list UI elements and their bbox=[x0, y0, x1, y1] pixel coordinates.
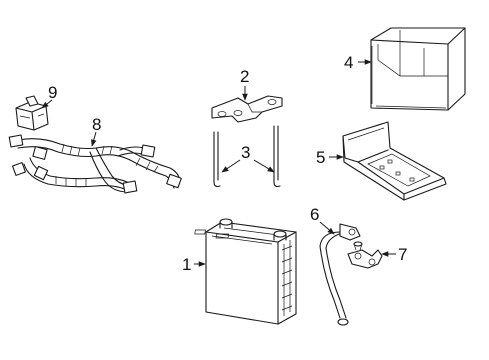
battery-tray bbox=[342, 121, 447, 201]
callout-9: 9 bbox=[48, 83, 57, 102]
leader-3b bbox=[253, 159, 275, 173]
terminal-clamp bbox=[347, 241, 383, 269]
callout-7: 7 bbox=[398, 245, 407, 264]
callout-4: 4 bbox=[344, 53, 353, 72]
battery bbox=[194, 218, 297, 325]
ground-cable bbox=[319, 223, 361, 326]
callout-8: 8 bbox=[92, 115, 101, 134]
fuse-connector bbox=[15, 95, 49, 131]
battery-box-cover bbox=[370, 27, 466, 111]
leader-lines bbox=[41, 59, 396, 267]
callout-6: 6 bbox=[310, 205, 319, 224]
callout-5: 5 bbox=[316, 148, 325, 167]
callout-2: 2 bbox=[240, 67, 249, 86]
hold-down-bolts bbox=[213, 125, 281, 188]
leader-8 bbox=[91, 131, 97, 147]
wiring-harness bbox=[8, 134, 182, 194]
callout-numbers: 1 2 3 4 5 6 7 8 9 bbox=[48, 53, 407, 274]
leader-6 bbox=[319, 221, 335, 235]
hold-down-bracket bbox=[211, 95, 283, 123]
leader-9 bbox=[41, 99, 53, 109]
leader-3a bbox=[221, 159, 241, 173]
callout-1: 1 bbox=[182, 255, 191, 274]
callout-3: 3 bbox=[241, 143, 250, 162]
